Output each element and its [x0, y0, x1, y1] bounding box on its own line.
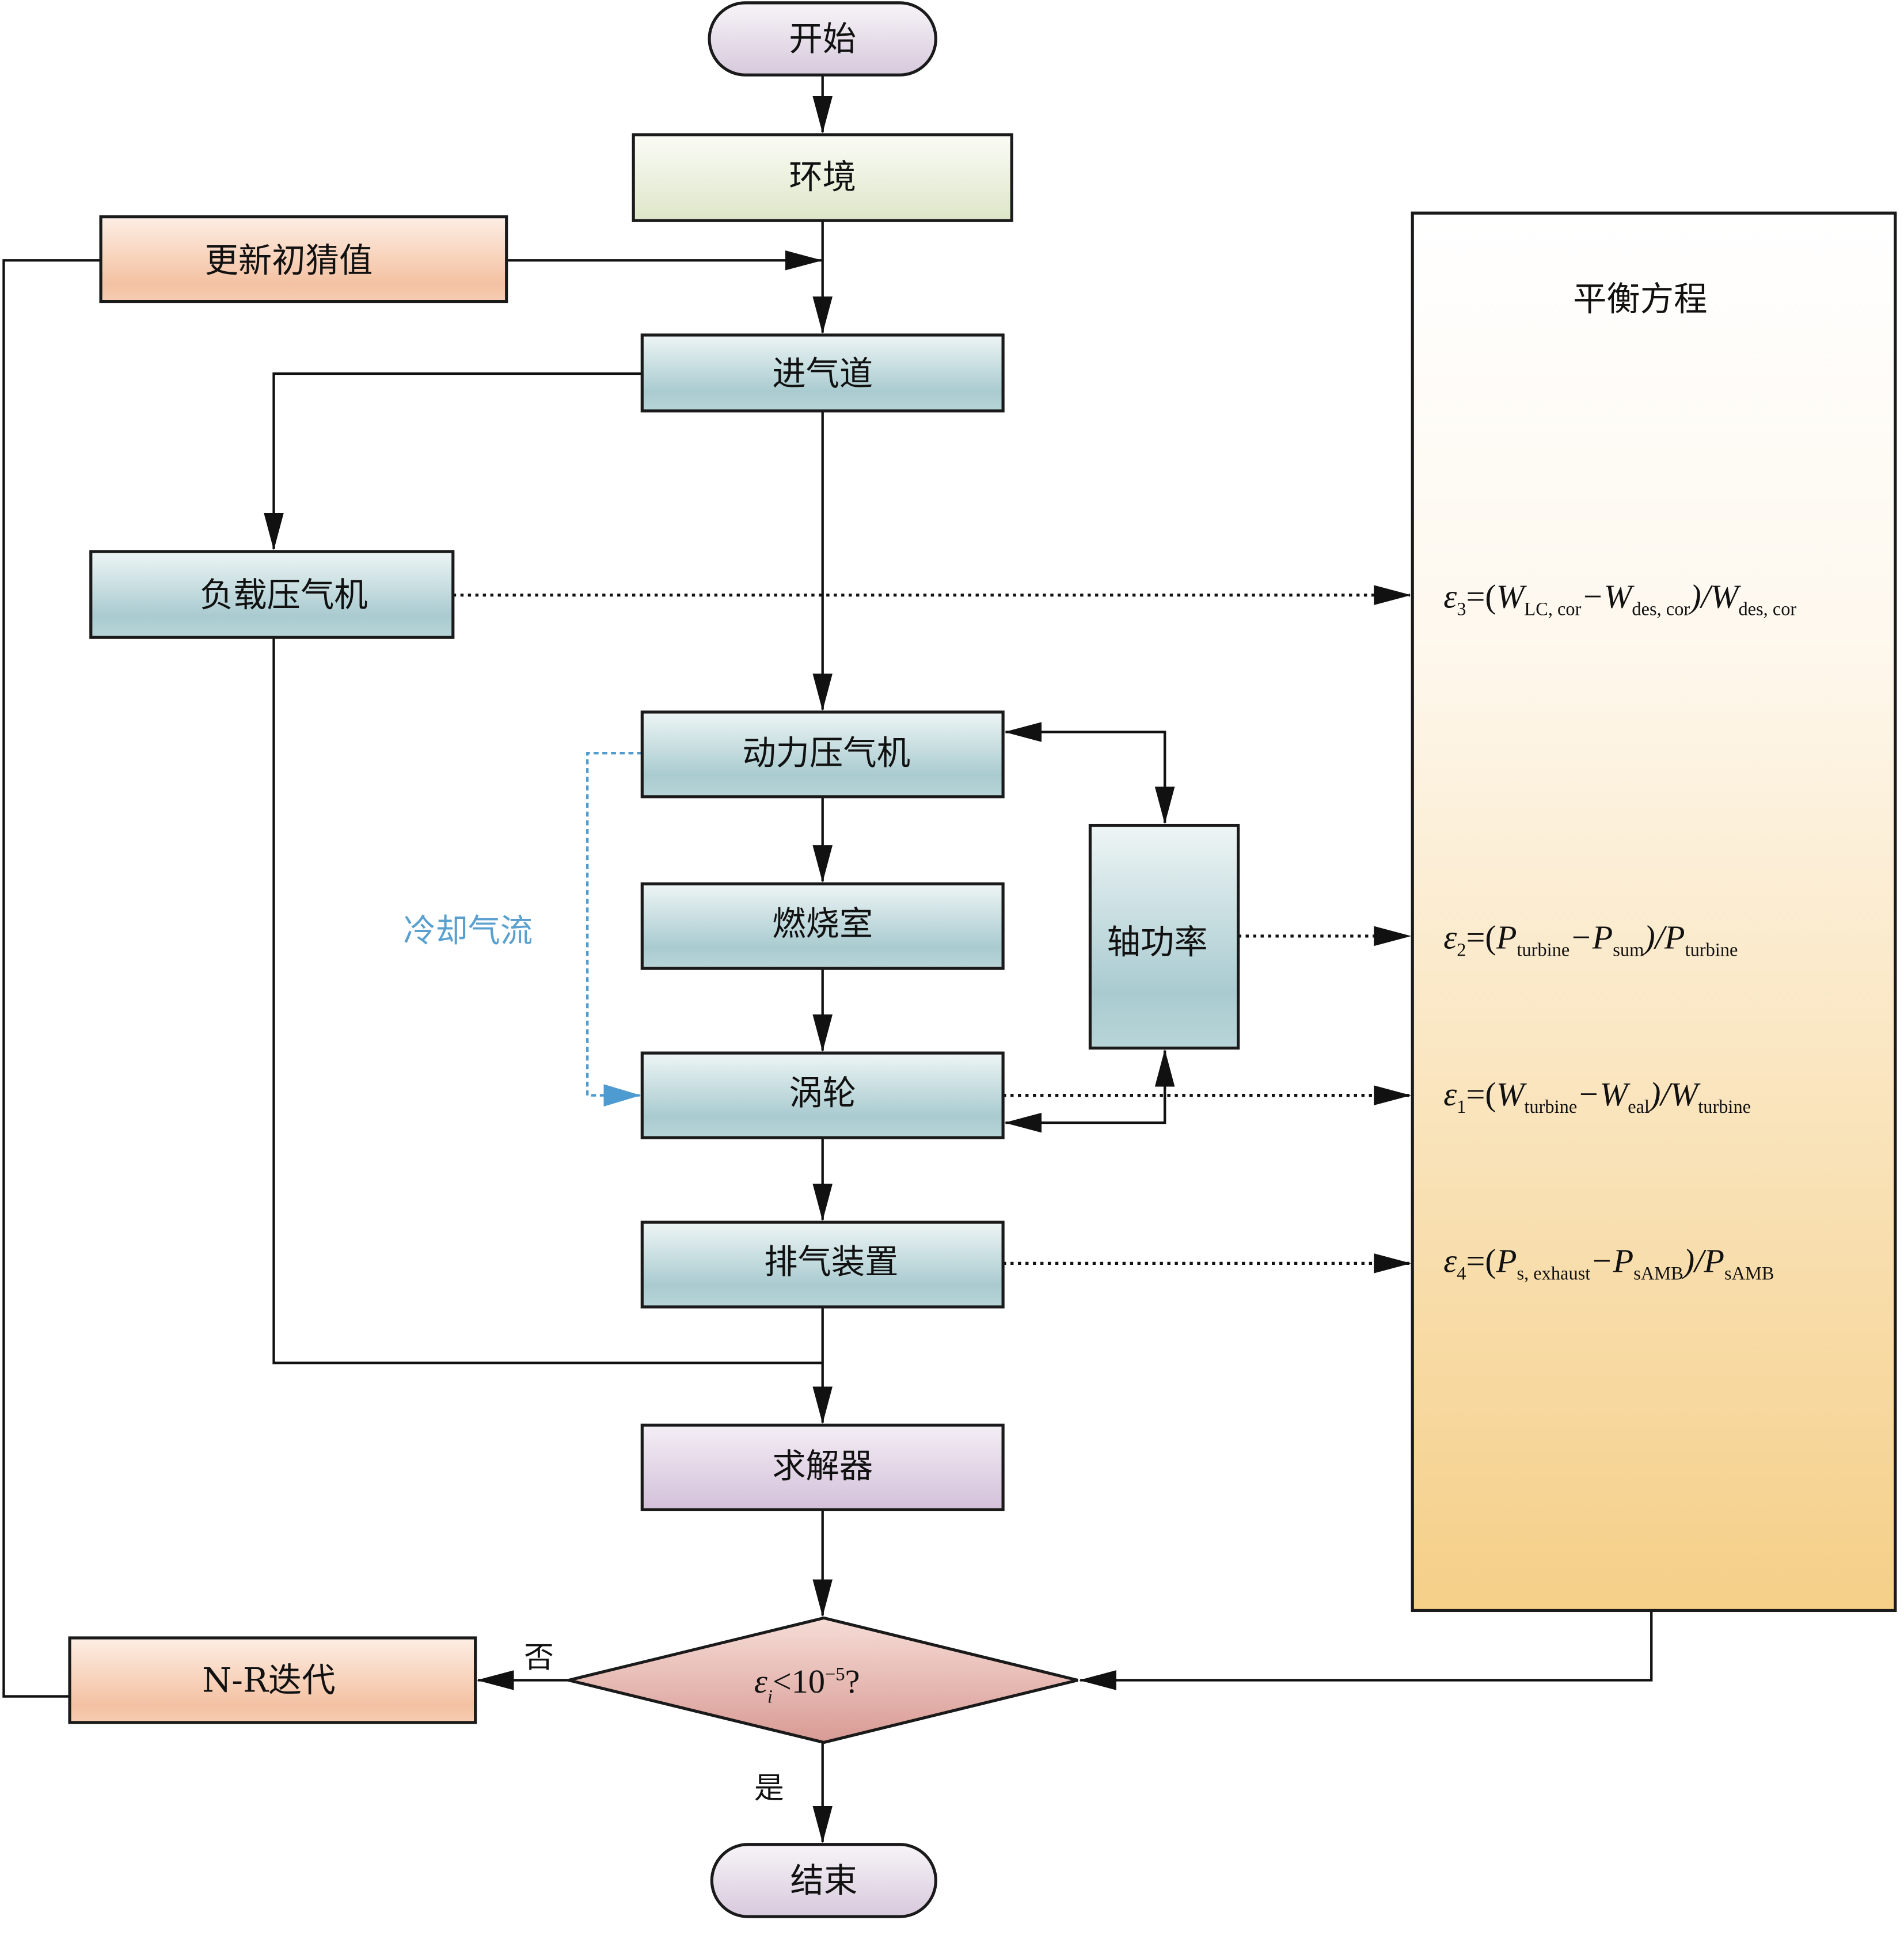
turbine-label: 涡轮	[789, 1073, 856, 1112]
update-guess-node[interactable]: 更新初猜值	[99, 215, 508, 303]
no-label: 否	[524, 1641, 554, 1675]
solver-label: 求解器	[772, 1447, 873, 1486]
line-load-compressor-solver	[272, 637, 823, 1364]
end-label: 结束	[791, 1861, 858, 1900]
power-compressor-label: 动力压气机	[742, 733, 910, 773]
decision-condition: εi<10−5?	[754, 1663, 860, 1707]
balance-title: 平衡方程	[1573, 279, 1707, 318]
loop-line-nr-update	[2, 259, 101, 1698]
start-label: 开始	[789, 20, 856, 59]
update-guess-label: 更新初猜值	[205, 241, 373, 280]
arrow-shaft-compressor	[1004, 722, 1166, 823]
power-compressor-node[interactable]: 动力压气机	[640, 710, 1005, 799]
cooling-flow-label: 冷却气流	[403, 913, 533, 950]
equation-eps2: ε2=(Pturbine−Psum)/Pturbine	[1443, 919, 1738, 961]
arrow-inlet-load-compressor	[264, 372, 643, 550]
environment-label: 环境	[789, 157, 856, 196]
decision-node[interactable]: εi<10−5?	[568, 1616, 1078, 1744]
nr-iteration-label: N-R迭代	[202, 1660, 335, 1700]
turbine-node[interactable]: 涡轮	[640, 1051, 1005, 1139]
combustor-node[interactable]: 燃烧室	[640, 882, 1005, 970]
end-node[interactable]: 结束	[710, 1843, 937, 1918]
start-node[interactable]: 开始	[708, 1, 937, 77]
equation-eps1: ε1=(Wturbine−Weal)/Wturbine	[1443, 1075, 1751, 1117]
inlet-label: 进气道	[772, 354, 873, 393]
environment-node[interactable]: 环境	[632, 133, 1013, 222]
cooling-flow-arrow	[586, 752, 643, 1107]
connectors	[2, 75, 1653, 1843]
combustor-label: 燃烧室	[772, 904, 873, 943]
load-compressor-label: 负载压气机	[200, 576, 368, 615]
exhaust-node[interactable]: 排气装置	[640, 1221, 1005, 1309]
balance-equations-panel: 平衡方程 ε3=(WLC, cor−Wdes, cor)/Wdes, cor ε…	[1411, 211, 1897, 1613]
shaft-power-label: 轴功率	[1107, 923, 1208, 962]
arrow-balance-decision	[1078, 1610, 1653, 1690]
arrow-shaft-turbine	[1004, 1050, 1166, 1133]
nr-iteration-node[interactable]: N-R迭代	[68, 1636, 477, 1724]
equation-eps4: ε4=(Ps, exhaust−PsAMB)/PsAMB	[1443, 1242, 1774, 1284]
inlet-node[interactable]: 进气道	[640, 333, 1005, 413]
exhaust-label: 排气装置	[764, 1242, 898, 1282]
shaft-power-node[interactable]: 轴功率	[1088, 823, 1240, 1050]
load-compressor-node[interactable]: 负载压气机	[89, 550, 455, 639]
equation-eps3: ε3=(WLC, cor−Wdes, cor)/Wdes, cor	[1443, 577, 1796, 619]
solver-node[interactable]: 求解器	[640, 1423, 1005, 1511]
yes-label: 是	[754, 1771, 784, 1806]
